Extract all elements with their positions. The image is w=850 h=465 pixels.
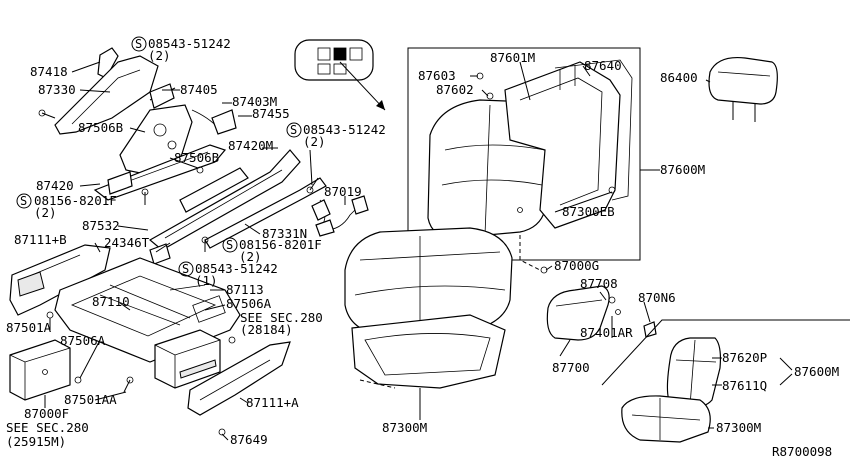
label-25915m: (25915M) (6, 434, 66, 449)
label-87111b: 87111+B (14, 232, 67, 247)
label-87600m-b: 87600M (794, 364, 839, 379)
label-86400: 86400 (660, 70, 698, 85)
label-87506b-1: 87506B (78, 120, 123, 135)
label-qty-left: (2) (34, 205, 57, 220)
label-87000g: 87000G (554, 258, 599, 273)
label-08543-51242-mid: 08543-51242 (303, 122, 386, 137)
vehicle-seat-location-icon (294, 39, 386, 111)
label-87532: 87532 (82, 218, 120, 233)
label-87300m-b: 87300M (716, 420, 761, 435)
label-87603: 87603 (418, 68, 456, 83)
label-08543-51242-low: 08543-51242 (195, 261, 278, 276)
armrest-illustration (540, 266, 657, 341)
diagram-code: R8700098 (772, 444, 832, 459)
label-87501aa: 87501AA (64, 392, 117, 407)
svg-text:S: S (135, 37, 142, 51)
label-24346t: 24346T (104, 235, 150, 250)
seat-cushion-illustration (344, 227, 513, 389)
label-87600m: 87600M (660, 162, 705, 177)
leader-lines (44, 61, 793, 441)
label-87506a-2: 87506A (60, 333, 106, 348)
label-08156-8201f-left: 08156-8201F (34, 193, 117, 208)
seat-back-assembly (407, 47, 641, 261)
label-qty-mid: (2) (303, 134, 326, 149)
svg-text:S: S (182, 262, 189, 276)
label-87019: 87019 (324, 184, 362, 199)
label-see-sec-280-a: SEE SEC.280 (240, 310, 323, 325)
label-see-sec-280-b: SEE SEC.280 (6, 420, 89, 435)
label-87649: 87649 (230, 432, 268, 447)
label-87506a-1: 87506A (226, 296, 272, 311)
seat-base-frame-illustration (9, 244, 291, 436)
svg-text:S: S (226, 238, 233, 252)
label-87300m: 87300M (382, 420, 427, 435)
label-87330: 87330 (38, 82, 76, 97)
label-87405: 87405 (180, 82, 218, 97)
label-qty-low: (1) (195, 273, 218, 288)
label-87420m: 87420M (228, 138, 273, 153)
label-87640: 87640 (584, 58, 622, 73)
label-08543-51242-top: 08543-51242 (148, 36, 231, 51)
screw-icon: S (286, 122, 302, 138)
label-87418: 87418 (30, 64, 68, 79)
label-87401ar: 87401AR (580, 325, 633, 340)
label-87403m: 87403M (232, 94, 277, 109)
label-87611q: 87611Q (722, 378, 767, 393)
part-labels: 08543-51242 (2) 87418 87330 87405 87403M… (6, 36, 839, 459)
alternate-seat-illustration (601, 319, 850, 443)
label-87620p: 87620P (722, 350, 767, 365)
label-87602: 87602 (436, 82, 474, 97)
label-87113: 87113 (226, 282, 264, 297)
screw-icon: S (222, 237, 238, 253)
label-08156-8201f-mid: 08156-8201F (239, 237, 322, 252)
svg-text:S: S (290, 123, 297, 137)
screw-icon: S (131, 36, 147, 52)
label-qty-mid2: (2) (239, 249, 262, 264)
label-87506b-2: 87506B (174, 150, 219, 165)
label-87501a: 87501A (6, 320, 52, 335)
screw-icon: S (16, 193, 32, 209)
label-87700: 87700 (552, 360, 590, 375)
label-28184: (28184) (240, 322, 293, 337)
label-87110: 87110 (92, 294, 130, 309)
label-87708: 87708 (580, 276, 618, 291)
label-87111a: 87111+A (246, 395, 299, 410)
label-87455: 87455 (252, 106, 290, 121)
label-87601m: 87601M (490, 50, 535, 65)
screw-icon: S (178, 261, 194, 277)
svg-text:S: S (20, 194, 27, 208)
seat-track-hinge-illustration (38, 47, 369, 265)
screw-symbols: S S S S S (16, 36, 302, 277)
label-87300eb: 87300EB (562, 204, 615, 219)
label-qty-top: (2) (148, 48, 171, 63)
label-87420: 87420 (36, 178, 74, 193)
headrest-illustration (708, 56, 778, 122)
label-87331n: 87331N (262, 226, 307, 241)
label-870n6: 870N6 (638, 290, 676, 305)
label-87000f: 87000F (24, 406, 69, 421)
